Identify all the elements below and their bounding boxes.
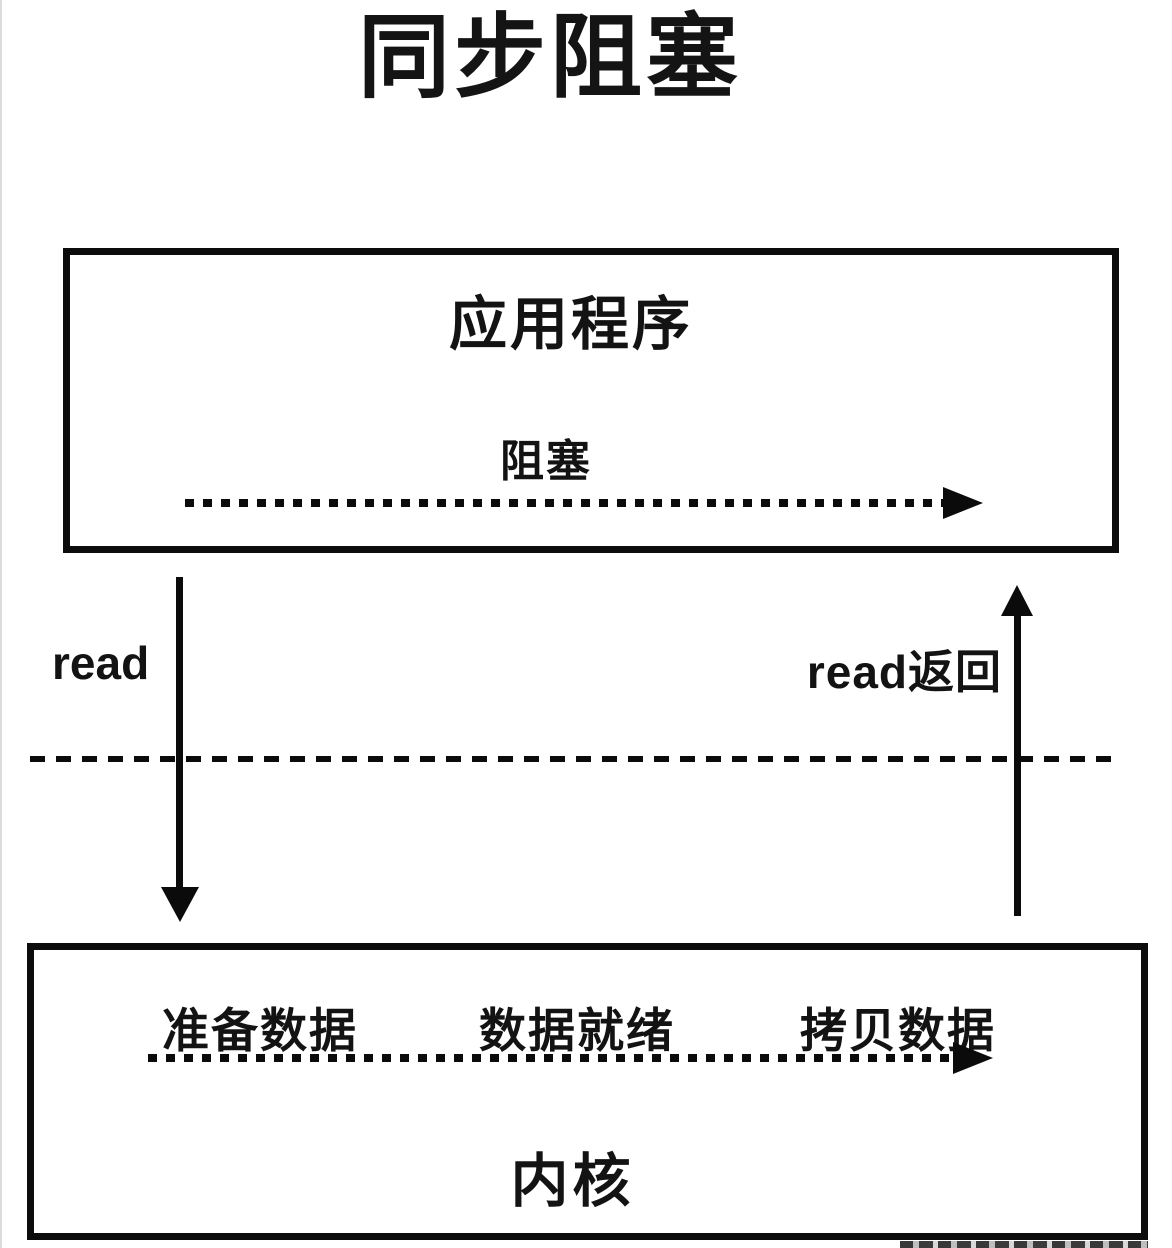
- read-call-arrowhead-icon: [161, 887, 199, 922]
- read-call-arrow-line: [176, 577, 183, 889]
- kernel-stage-prepare-data: 准备数据: [162, 1004, 358, 1057]
- read-return-arrow-line: [1014, 613, 1021, 916]
- user-kernel-boundary-line: [30, 756, 1116, 762]
- read-call-label: read: [52, 637, 150, 689]
- blocking-arrowhead-icon: [943, 487, 983, 519]
- kernel-flow-arrow-line: [148, 1054, 960, 1062]
- blocking-label: 阻塞: [500, 437, 592, 486]
- kernel-box: 准备数据 数据就绪 拷贝数据 内核: [27, 943, 1148, 1240]
- watermark-remnant: [900, 1241, 1148, 1248]
- application-box: 应用程序 阻塞: [63, 248, 1119, 553]
- read-return-label: read返回: [806, 646, 1002, 698]
- diagram-title: 同步阻塞: [357, 7, 742, 109]
- kernel-stage-data-ready: 数据就绪: [479, 1004, 675, 1057]
- kernel-flow-arrowhead-icon: [953, 1042, 993, 1074]
- page-left-edge-line: [0, 0, 2, 1248]
- read-return-arrowhead-icon: [1001, 585, 1033, 616]
- blocking-arrow-line: [185, 499, 943, 507]
- kernel-label: 内核: [510, 1149, 635, 1214]
- application-label: 应用程序: [448, 292, 693, 357]
